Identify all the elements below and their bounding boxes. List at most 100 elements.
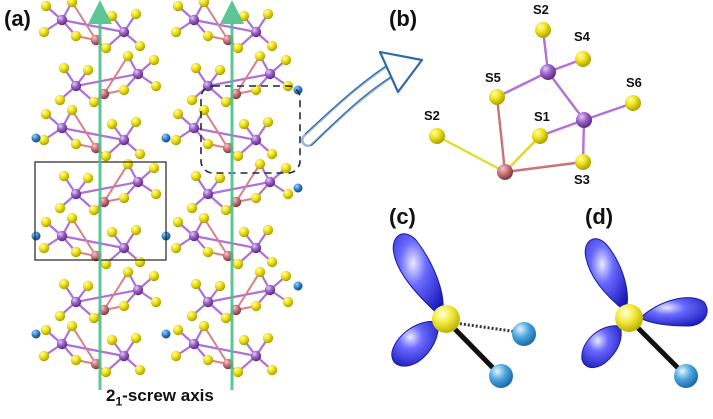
sulfur-atom xyxy=(88,204,100,216)
sulfur-atom-s2-top xyxy=(535,22,551,38)
sulfur-atom xyxy=(148,54,160,66)
lone-pair-lobe xyxy=(581,325,622,369)
ligand-atom xyxy=(512,322,536,346)
phosphorus-atom xyxy=(250,350,262,362)
metal-s-bond xyxy=(71,109,97,149)
ligand-atom xyxy=(674,364,698,388)
ligand-atom xyxy=(489,364,513,388)
sulfur-atom xyxy=(122,158,134,170)
phosphorus-atom xyxy=(118,350,130,362)
sulfur-atom-s3 xyxy=(575,154,591,170)
orbital-model-d xyxy=(581,238,708,388)
sulfur-atom xyxy=(40,216,52,228)
atom-label: S2 xyxy=(424,108,440,123)
sulfur-atom xyxy=(186,202,198,214)
orbital-model-c xyxy=(391,233,536,388)
sulfur-atom xyxy=(150,296,162,308)
p-s-bond xyxy=(207,288,271,304)
metal-s-bond xyxy=(71,325,97,365)
sulfur-atom xyxy=(106,226,118,238)
sulfur-atom xyxy=(172,324,184,336)
sulfur-atom xyxy=(100,150,112,162)
p-s-bond xyxy=(75,72,139,88)
crystal-structure xyxy=(31,0,303,378)
sulfur-atom xyxy=(38,242,50,254)
phosphorus-atom xyxy=(56,122,68,134)
p-s-bond xyxy=(193,18,257,34)
phosphorus-atom xyxy=(540,64,556,80)
sulfur-atom xyxy=(130,8,142,20)
sulfur-atom xyxy=(254,158,266,170)
phosphorus-atom xyxy=(70,296,82,308)
metal-s-bond xyxy=(71,217,97,257)
phosphorus-atom xyxy=(188,122,200,134)
sulfur-atom xyxy=(250,84,262,96)
phosphorus-atom xyxy=(264,176,276,188)
sulfur-atom xyxy=(70,138,82,150)
sulfur-atom xyxy=(198,0,210,8)
sulfur-atom-s5 xyxy=(489,89,505,105)
screw-axis-caption: 21-screw axis xyxy=(106,386,214,408)
sulfur-atom xyxy=(118,300,130,312)
p-s-bond xyxy=(207,72,271,88)
metal-s-bond xyxy=(103,55,129,95)
sulfur-atom xyxy=(186,94,198,106)
phosphorus-atom xyxy=(70,80,82,92)
sulfur-atom xyxy=(82,280,94,292)
sulfur-atom xyxy=(148,162,160,174)
sulfur-atom xyxy=(106,10,118,22)
sulfur-atom xyxy=(100,366,112,378)
phosphorus-atom xyxy=(576,112,592,128)
sulfur-atom xyxy=(198,320,210,332)
sulfur-atom xyxy=(232,42,244,54)
p-s-bond xyxy=(75,180,139,196)
sulfur-atom xyxy=(66,104,78,116)
sulfur-atom xyxy=(100,258,112,270)
p-s-bond xyxy=(61,234,125,250)
sulfur-atom xyxy=(130,332,142,344)
phosphorus-atom xyxy=(70,188,82,200)
sulfur-atom xyxy=(172,0,184,12)
sulfur-atom xyxy=(280,270,292,282)
sulfur-atom xyxy=(220,312,232,324)
sulfur-atom xyxy=(214,64,226,76)
sulfur-atom xyxy=(150,80,162,92)
caption-text: -screw axis xyxy=(122,386,214,405)
sulfur-atom xyxy=(232,366,244,378)
atom-label: S6 xyxy=(626,75,642,90)
sulfur-atom xyxy=(70,246,82,258)
sulfur-atom xyxy=(130,116,142,128)
sulfur-atom xyxy=(190,170,202,182)
sulfur-atom xyxy=(134,40,146,52)
sulfur-atom xyxy=(266,364,278,376)
metal-s-bond xyxy=(203,325,229,365)
sulfur-atom xyxy=(170,26,182,38)
sulfur-atom xyxy=(82,64,94,76)
sulfur-atom xyxy=(202,30,214,42)
sulfur-atom xyxy=(106,334,118,346)
sulfur-atom-s6 xyxy=(625,95,641,111)
sulfur-atom xyxy=(66,212,78,224)
sulfur-atom xyxy=(70,354,82,366)
sulfur-atom-s1 xyxy=(532,128,548,144)
sulfur-atom xyxy=(70,30,82,42)
sulfur-atom xyxy=(190,62,202,74)
sulfur-atom xyxy=(122,50,134,62)
sulfur-atom xyxy=(238,10,250,22)
sulfur-atom xyxy=(54,202,66,214)
sulfur-atom xyxy=(262,224,274,236)
atom-label: S3 xyxy=(574,172,590,187)
sulfur-atom-s4 xyxy=(575,51,591,67)
lone-pair-lobe xyxy=(391,320,439,367)
sulfur-atom xyxy=(220,204,232,216)
phosphorus-atom xyxy=(56,230,68,242)
sulfur-atom xyxy=(38,26,50,38)
cation-atom xyxy=(161,329,171,339)
atom-label: S2 xyxy=(533,2,549,17)
phosphorus-atom xyxy=(56,14,68,26)
sulfur-atom xyxy=(190,278,202,290)
phosphorus-atom xyxy=(188,230,200,242)
sulfur-atom xyxy=(40,0,52,12)
sulfur-atom xyxy=(254,50,266,62)
p-s-bond xyxy=(61,126,125,142)
